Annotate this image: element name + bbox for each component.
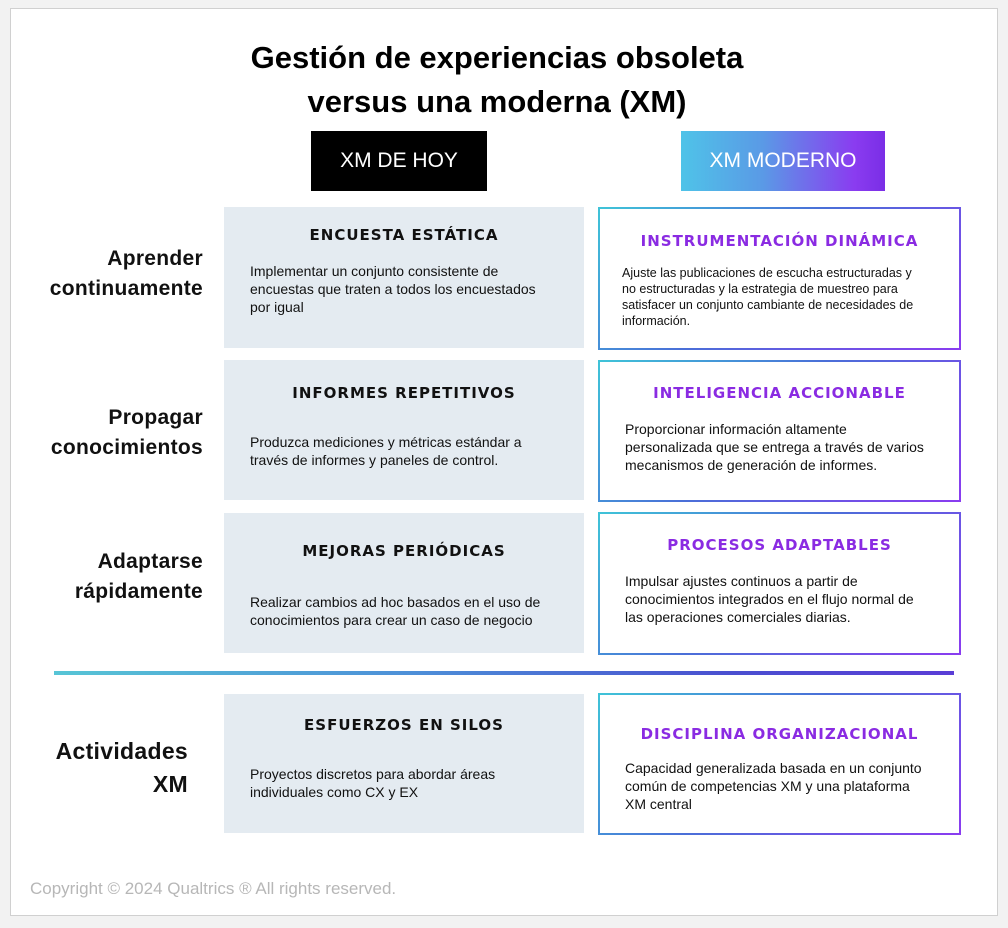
new-card-heading: PROCESOS ADAPTABLES	[667, 536, 892, 554]
row-label-learn: Aprender continuamente	[50, 244, 203, 304]
text-line: través de informes y paneles de control.	[250, 452, 499, 468]
text-line: las operaciones comerciales diarias.	[625, 609, 851, 625]
text-line: común de competencias XM y una plataform…	[625, 778, 910, 794]
text-line: XM central	[625, 796, 692, 812]
old-card-repetitive-reports: INFORMES REPETITIVOS Produzca mediciones…	[224, 360, 584, 500]
row-label-line: continuamente	[49, 277, 203, 300]
text-line: mecanismos de generación de informes.	[625, 457, 878, 473]
text-line: por igual	[250, 299, 304, 315]
text-line: Proporcionar información altamente	[625, 421, 847, 437]
text-line: personalizada que se entrega a través de…	[625, 439, 924, 455]
title-line-2: versus una moderna (XM)	[307, 84, 687, 119]
text-line: Impulsar ajustes continuos a partir de	[625, 573, 858, 589]
row-label-line: XM	[152, 771, 188, 797]
old-card-text: Proyectos discretos para abordar áreas i…	[250, 765, 564, 801]
old-card-siloed-efforts: ESFUERZOS EN SILOS Proyectos discretos p…	[224, 694, 584, 833]
new-card-organizational-discipline: DISCIPLINA ORGANIZACIONAL Capacidad gene…	[598, 693, 961, 835]
new-card-text: Capacidad generalizada basada en un conj…	[625, 759, 941, 813]
new-card-dynamic-instrumentation: INSTRUMENTACIÓN DINÁMICA Ajuste las publ…	[598, 207, 961, 350]
old-card-periodic-improvements: MEJORAS PERIÓDICAS Realizar cambios ad h…	[224, 513, 584, 653]
title-line-1: Gestión de experiencias obsoleta	[250, 40, 744, 75]
new-card-text: Ajuste las publicaciones de escucha estr…	[622, 265, 941, 329]
old-card-heading: INFORMES REPETITIVOS	[292, 384, 516, 402]
row-label-xm-activities: Actividades XM	[56, 735, 188, 801]
old-card-static-survey: ENCUESTA ESTÁTICA Implementar un conjunt…	[224, 207, 584, 348]
new-card-heading: INTELIGENCIA ACCIONABLE	[653, 384, 906, 402]
text-line: información.	[622, 314, 691, 328]
text-line: Produzca mediciones y métricas estándar …	[250, 434, 522, 450]
row-label-line: Aprender	[107, 247, 203, 270]
new-card-actionable-intelligence: INTELIGENCIA ACCIONABLE Proporcionar inf…	[598, 360, 961, 502]
text-line: Implementar un conjunto consistente de	[250, 263, 499, 279]
column-header-modern: XM MODERNO	[681, 131, 885, 191]
text-line: individuales como CX y EX	[250, 784, 419, 800]
new-card-heading: DISCIPLINA ORGANIZACIONAL	[640, 725, 919, 743]
old-card-heading: ENCUESTA ESTÁTICA	[309, 226, 499, 244]
old-card-heading: ESFUERZOS EN SILOS	[304, 716, 504, 734]
row-label-line: Adaptarse	[97, 550, 203, 573]
old-card-text: Realizar cambios ad hoc basados en el us…	[250, 593, 564, 629]
row-label-line: Actividades	[55, 738, 188, 764]
new-card-heading: INSTRUMENTACIÓN DINÁMICA	[640, 232, 919, 250]
page-title: Gestión de experiencias obsoleta versus …	[0, 36, 994, 124]
row-label-adapt: Adaptarse rápidamente	[75, 547, 203, 607]
old-card-text: Implementar un conjunto consistente de e…	[250, 262, 564, 316]
old-card-heading: MEJORAS PERIÓDICAS	[302, 542, 506, 560]
text-line: encuestas que traten a todos los encuest…	[250, 281, 536, 297]
section-divider	[54, 671, 954, 675]
text-line: Realizar cambios ad hoc basados en el us…	[250, 594, 541, 610]
text-line: conocimientos para crear un caso de nego…	[250, 612, 533, 628]
column-header-today: XM DE HOY	[311, 131, 487, 191]
row-label-line: conocimientos	[50, 436, 203, 459]
old-card-text: Produzca mediciones y métricas estándar …	[250, 433, 564, 469]
text-line: satisfacer un conjunto cambiante de nece…	[622, 298, 914, 312]
copyright-notice: Copyright © 2024 Qualtrics ® All rights …	[30, 879, 397, 898]
row-label-propagate: Propagar conocimientos	[51, 403, 203, 463]
text-line: no estructuradas y la estrategia de mues…	[622, 282, 898, 296]
row-label-line: Propagar	[108, 406, 203, 429]
new-card-text: Proporcionar información altamente perso…	[625, 420, 941, 474]
text-line: Proyectos discretos para abordar áreas	[250, 766, 496, 782]
text-line: Ajuste las publicaciones de escucha estr…	[622, 266, 912, 280]
new-card-text: Impulsar ajustes continuos a partir de c…	[625, 572, 941, 626]
new-card-adaptive-processes: PROCESOS ADAPTABLES Impulsar ajustes con…	[598, 512, 961, 655]
row-label-line: rápidamente	[74, 580, 203, 603]
text-line: Capacidad generalizada basada en un conj…	[625, 760, 922, 776]
text-line: conocimientos integrados en el flujo nor…	[625, 591, 914, 607]
